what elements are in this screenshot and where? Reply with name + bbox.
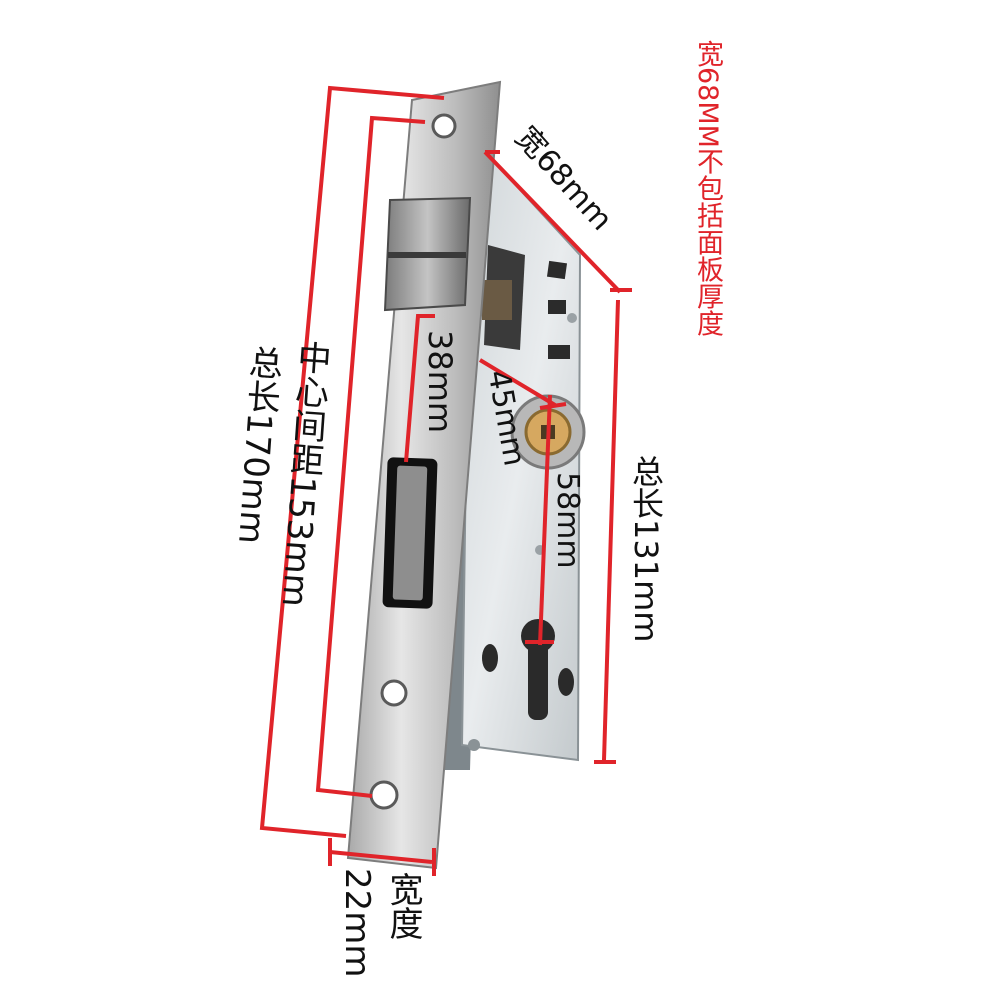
spring-mechanism bbox=[482, 280, 512, 320]
dim-58mm bbox=[538, 394, 552, 646]
distance-38mm-label: 38mm bbox=[421, 330, 459, 434]
distance-58mm-label: 58mm bbox=[550, 472, 585, 569]
plate-hole-bottom-1 bbox=[380, 679, 408, 707]
dim-center-spacing bbox=[315, 115, 426, 798]
case-hole-right bbox=[558, 668, 574, 696]
dim-45mm bbox=[478, 358, 557, 407]
dim-total-length-case bbox=[602, 299, 620, 761]
dimension-lines bbox=[259, 85, 632, 876]
dim-38mm bbox=[404, 314, 435, 463]
plate-hole-bottom-2 bbox=[369, 780, 399, 810]
plate-width-title-label: 宽度 bbox=[383, 872, 423, 940]
plate-width-value-label: 22mm bbox=[337, 868, 377, 978]
deadbolt-slot-inner bbox=[392, 465, 428, 601]
case-screw-1 bbox=[567, 313, 577, 323]
latch-bolt-gap bbox=[388, 252, 466, 258]
dim-58mm-cap-top bbox=[539, 402, 567, 410]
case-slot-1 bbox=[546, 260, 568, 280]
dim-plate-width bbox=[329, 850, 433, 864]
plate-hole-top bbox=[431, 113, 457, 139]
case-slot-3 bbox=[548, 345, 570, 359]
case-hole-left bbox=[482, 644, 498, 672]
case-rivet bbox=[468, 739, 480, 751]
cylinder-hole-body bbox=[528, 640, 548, 720]
case-slot-2 bbox=[548, 300, 566, 314]
dim-total-length-plate bbox=[259, 85, 445, 838]
dim-width-68mm bbox=[483, 150, 622, 294]
note-text: 宽68MM不包括面板厚度 bbox=[692, 40, 723, 337]
total-length-case-label: 总长131mm bbox=[627, 455, 665, 643]
